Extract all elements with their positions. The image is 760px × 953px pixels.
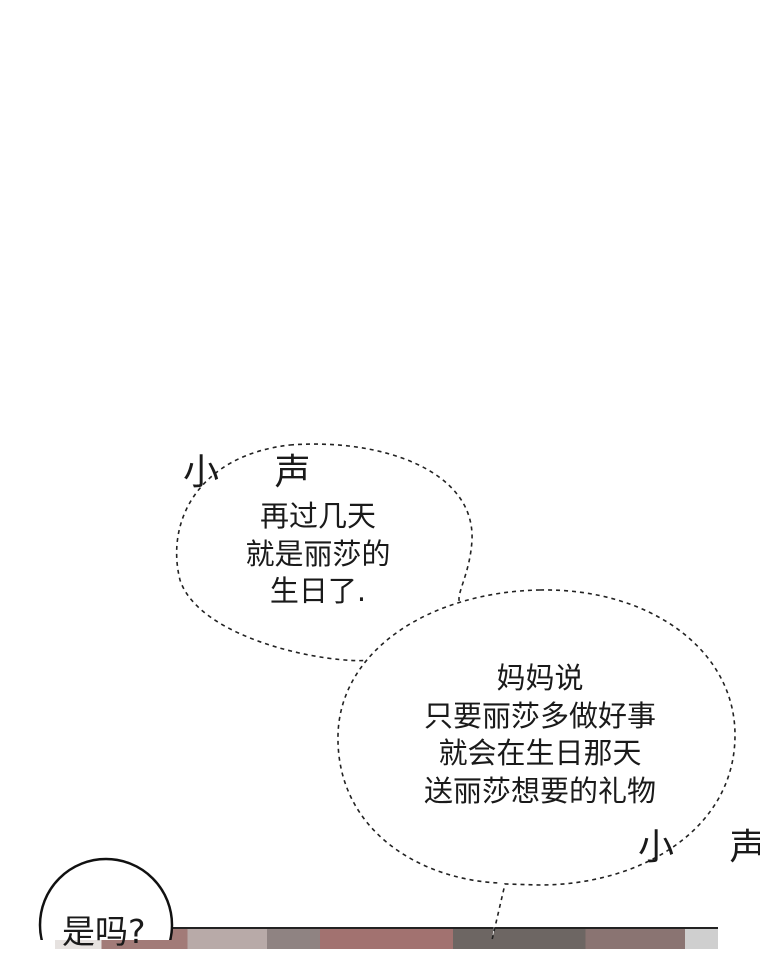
- bubble-2-line: 只要丽莎多做好事: [423, 698, 656, 733]
- bubble-2-line: 送丽莎想要的礼物: [423, 773, 656, 808]
- bubble-2-line: 妈妈说: [496, 661, 584, 695]
- whisper-bubble-1: [175, 443, 473, 662]
- bubble-1-line: 再过几天: [259, 499, 376, 533]
- bubble-1-line: 就是丽莎的: [245, 536, 391, 571]
- bubble-1-line: 生日了.: [269, 574, 367, 608]
- reply-bubble: [38, 857, 174, 940]
- bubble-1-text: 再过几天 就是丽莎的 生日了.: [218, 498, 418, 611]
- whisper-sfx-bottom: 小 声: [638, 827, 760, 868]
- bubble-2-line: 就会在生日那天: [438, 736, 642, 770]
- whisper-bubble-2: [337, 589, 736, 940]
- whisper-sfx-top: 小 声: [183, 452, 333, 493]
- reply-text: 是吗?: [62, 912, 146, 951]
- bubble-2-text: 妈妈说 只要丽莎多做好事 就会在生日那天 送丽莎想要的礼物: [390, 660, 690, 810]
